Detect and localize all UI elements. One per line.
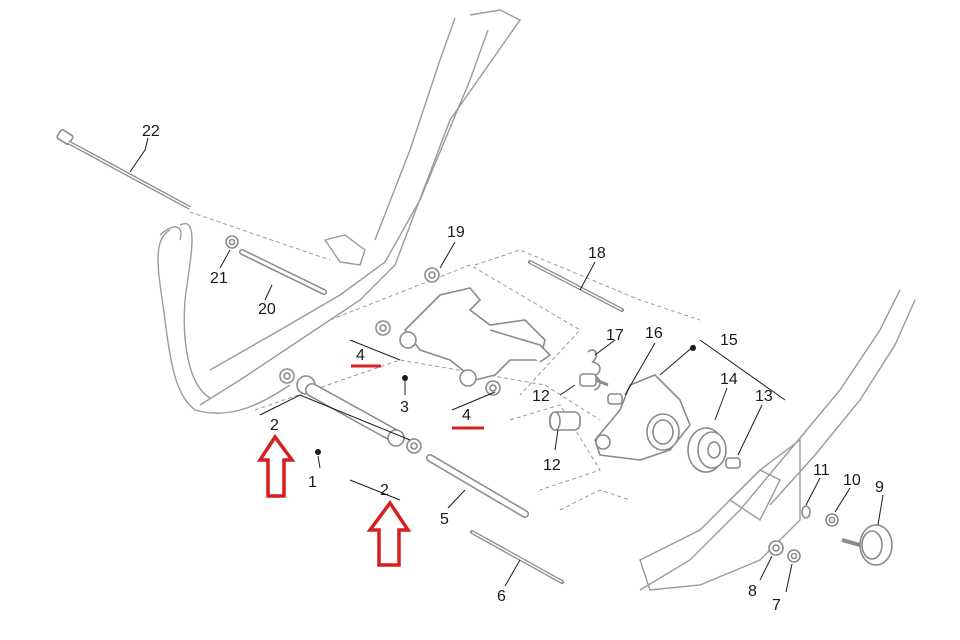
part-2-spacer-right [406,438,422,454]
red-annotations [256,364,484,567]
callout-19: 8 [748,583,757,600]
part-6-bolt [470,530,564,584]
part-13-washer [801,505,811,519]
callout-14: 9 [875,479,884,496]
callout-1: 1 [308,474,317,491]
callout-8: 21 [210,270,228,287]
callout-18: 12 [543,457,561,474]
part-14-cap [841,524,893,566]
part-19-washer [768,540,784,556]
part-20-nut [787,549,801,563]
parts [56,129,893,584]
callout-10: 15 [720,332,738,349]
leader-lines [129,137,884,593]
part-4-bushing-right [485,380,501,396]
callout-labels: 22 21 20 19 18 17 16 15 14 13 12 12 11 1… [142,123,884,614]
callout-6: 6 [497,588,506,605]
callout-16: 12 [532,388,550,405]
part-2-spacer-left [279,368,295,384]
callout-2-right: 2 [380,482,389,499]
part-10-bracket [594,345,696,461]
part-17-nut [825,513,839,527]
callout-13: 11 [813,462,830,479]
part-3-link-arm [399,287,552,387]
part-21-bolt [528,260,624,312]
scooter-frame [157,9,916,591]
part-4-bushing-left [375,320,391,336]
part-7-pin [239,249,327,295]
part-8-nut [225,235,239,249]
callout-12-left: 16 [645,325,663,342]
part-9-long-bolt [56,129,191,210]
part-22-nut [424,267,440,283]
callout-2-left: 2 [270,417,279,434]
callout-22: 19 [447,224,465,241]
part-12-bushing-right [725,457,741,469]
callout-7: 20 [258,301,276,318]
callout-5: 5 [440,511,449,528]
part-16-bolt [579,373,609,387]
arrow-to-part-2-left [256,433,296,498]
callout-21: 18 [588,245,606,262]
callout-20: 7 [772,597,781,614]
callout-15: 17 [606,327,624,344]
arrow-to-part-2-right [366,499,412,567]
callout-11: 14 [720,371,738,388]
part-5-pin [426,454,529,518]
callout-9: 22 [142,123,160,140]
part-11-silentblock [687,427,727,473]
callout-4-left: 4 [356,347,365,364]
callout-17: 10 [843,472,861,489]
callout-3: 3 [400,399,409,416]
part-18-sleeve [549,411,581,431]
callout-4-right: 4 [462,407,471,424]
part-12-bushing-left [607,393,623,405]
callout-12-right: 13 [755,388,773,405]
